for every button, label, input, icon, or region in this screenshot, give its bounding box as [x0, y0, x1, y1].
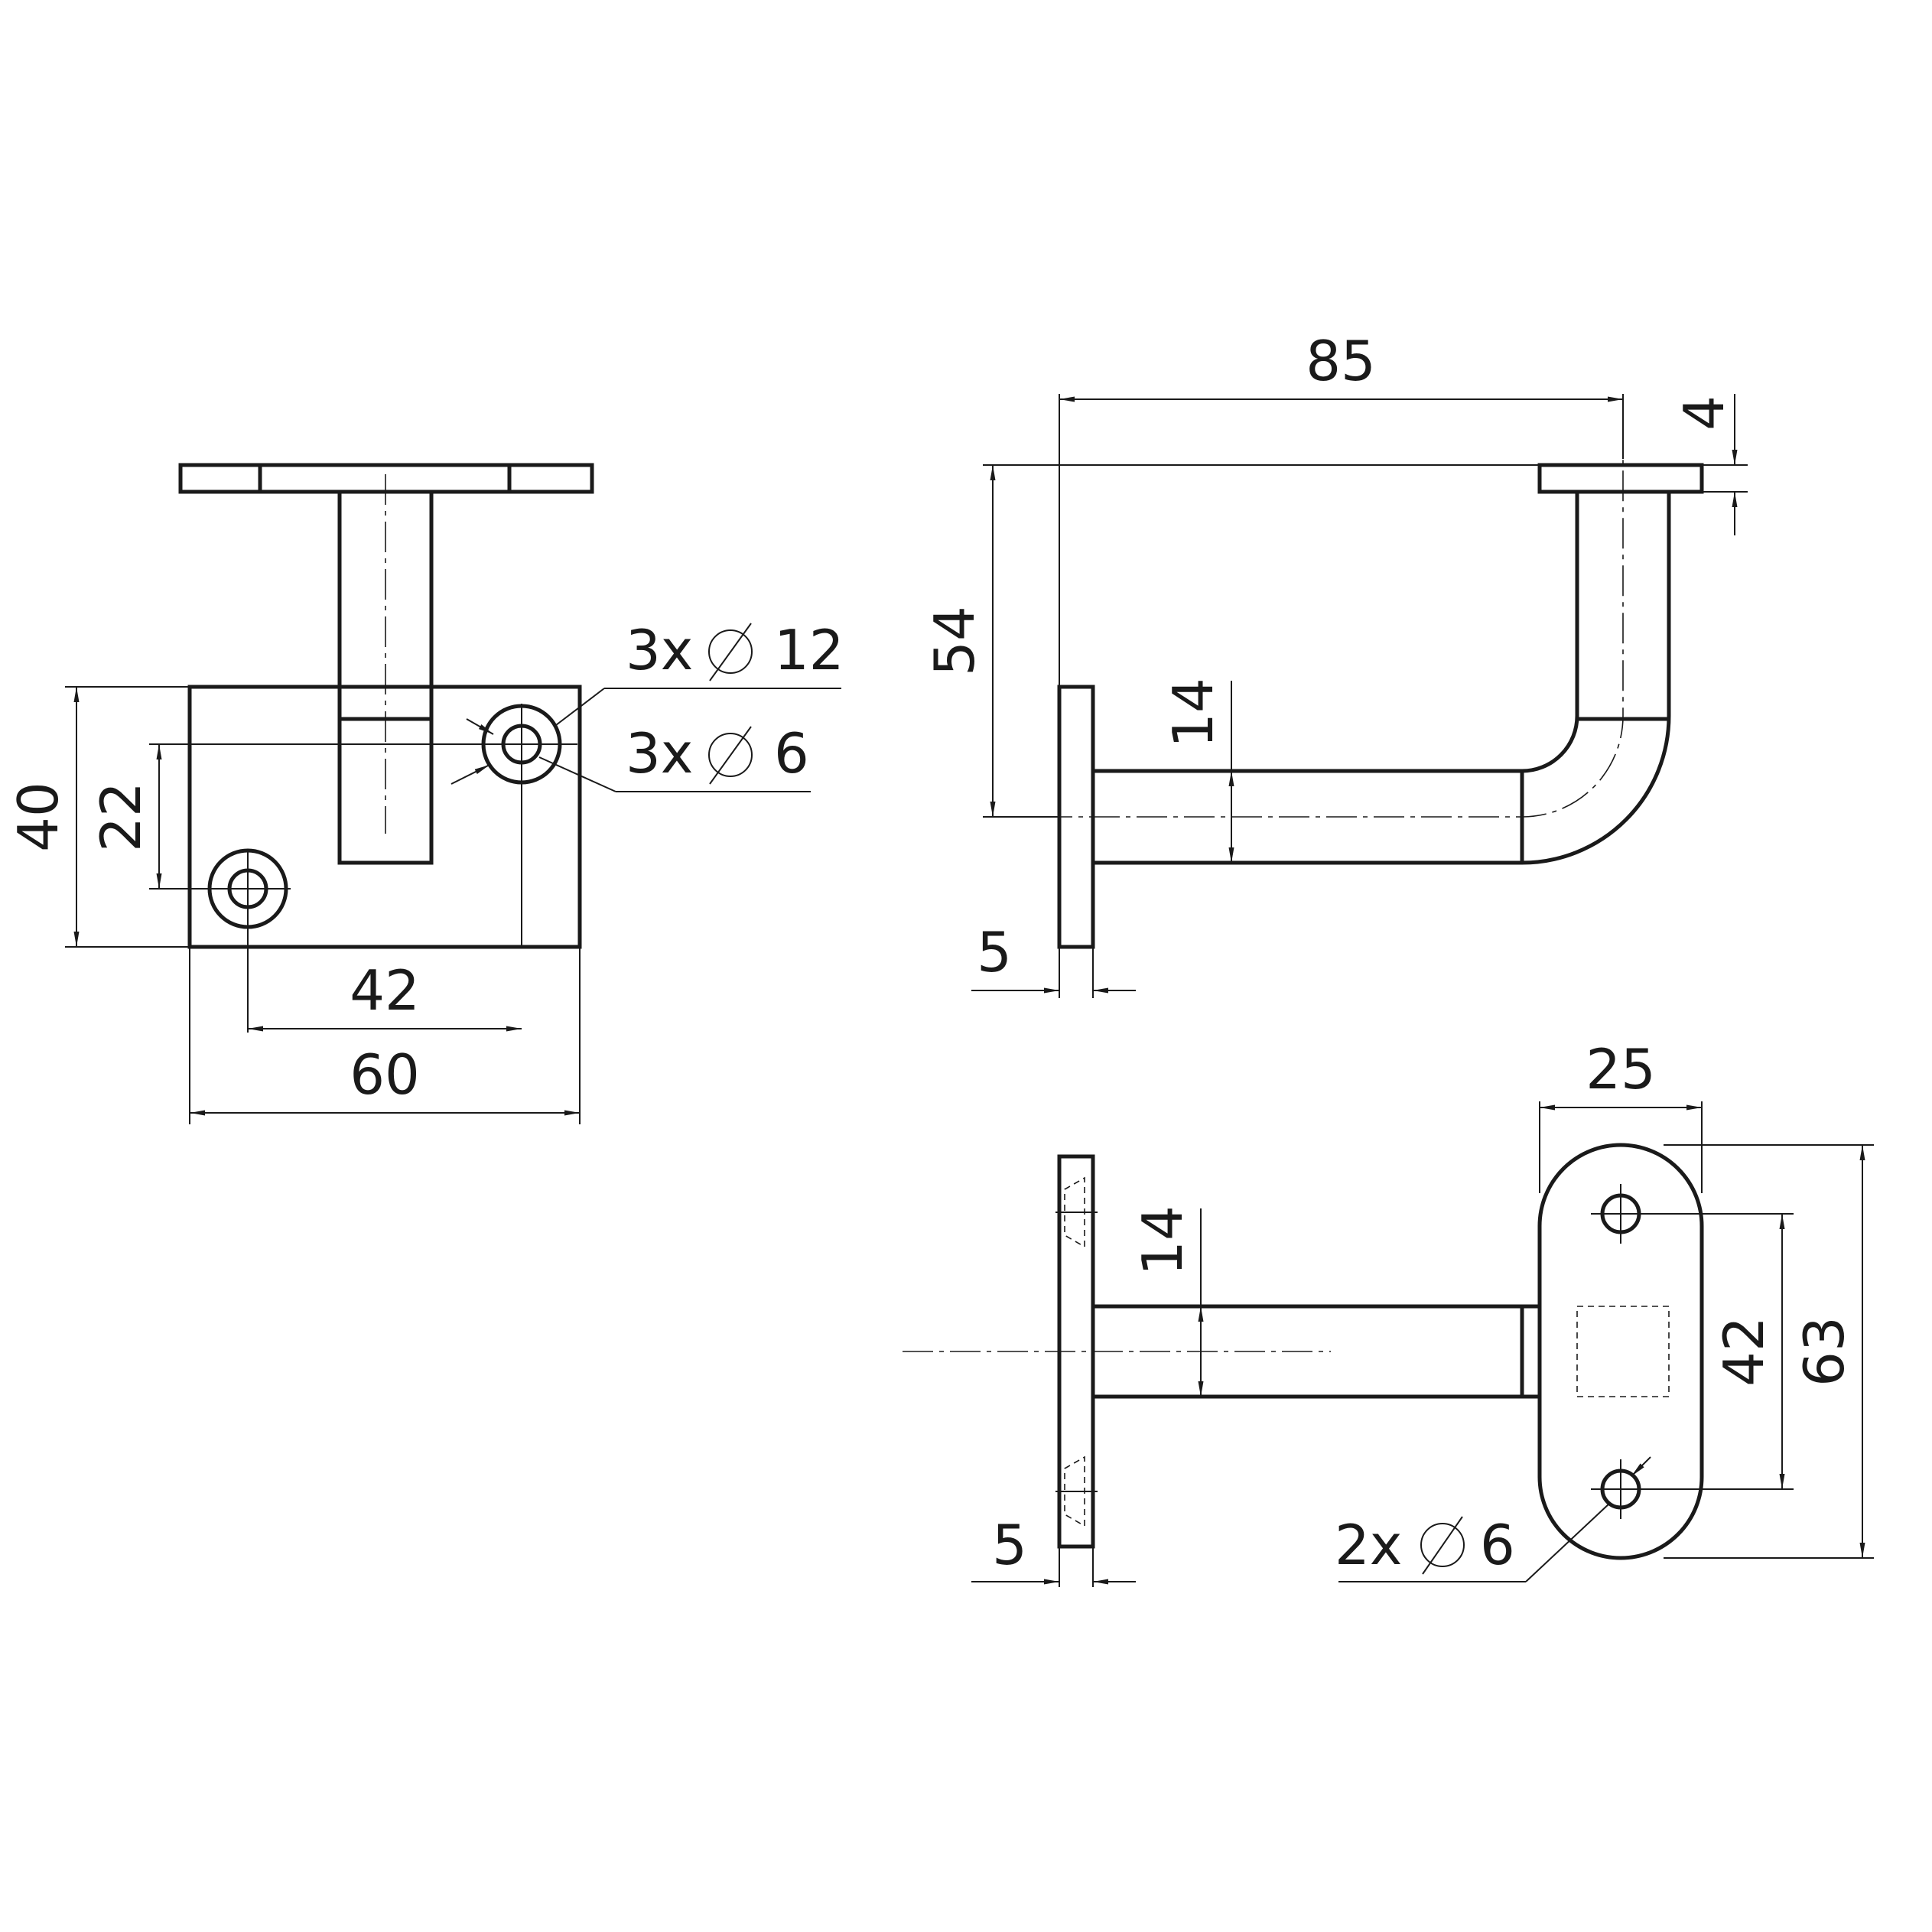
dim-side-plate-thickness: 5 [977, 920, 1012, 984]
diameter-icon [1420, 1516, 1465, 1575]
top-pad [1537, 1143, 1704, 1560]
dim-front-width: 60 [350, 1042, 420, 1107]
dim-front-hole-spacing: 42 [350, 958, 420, 1023]
diameter-icon [708, 726, 753, 785]
dim-side-height: 54 [922, 606, 987, 676]
front-hole-right [467, 704, 577, 947]
callout-hole-dia: 6 [774, 721, 809, 785]
callout-hole-qty: 3x [626, 721, 693, 785]
dim-side-length: 85 [1306, 329, 1376, 393]
callout-counterbore-dia: 12 [774, 618, 844, 682]
dim-top-pad-length: 63 [1792, 1316, 1856, 1387]
dim-top-plate-thickness: 5 [992, 1513, 1027, 1577]
side-top-pad [1537, 463, 1704, 494]
front-hole-left [153, 848, 291, 1033]
top-view: 25 42 63 14 5 2x 6 [903, 1037, 1874, 1587]
callout-counterbore-qty: 3x [626, 618, 693, 682]
side-view: 85 54 4 14 5 [922, 329, 1748, 998]
dim-side-tube-dia: 14 [1161, 678, 1225, 748]
callout-top-hole-dia: 6 [1480, 1513, 1515, 1577]
dim-front-hole-offset: 22 [89, 782, 153, 852]
front-view: 60 42 40 22 3x 12 3x 6 [6, 463, 844, 1124]
dim-side-pad-thickness: 4 [1672, 395, 1736, 431]
dim-front-height: 40 [6, 782, 70, 852]
front-wall-plate [187, 685, 582, 949]
callout-top-hole-qty: 2x [1335, 1513, 1402, 1577]
dim-top-pad-width: 25 [1586, 1037, 1656, 1101]
front-top-pad [178, 463, 594, 494]
dim-top-hole-spacing: 42 [1712, 1316, 1776, 1387]
side-tube [1093, 492, 1671, 865]
diameter-icon [708, 623, 753, 681]
dim-top-tube-dia: 14 [1130, 1205, 1195, 1276]
